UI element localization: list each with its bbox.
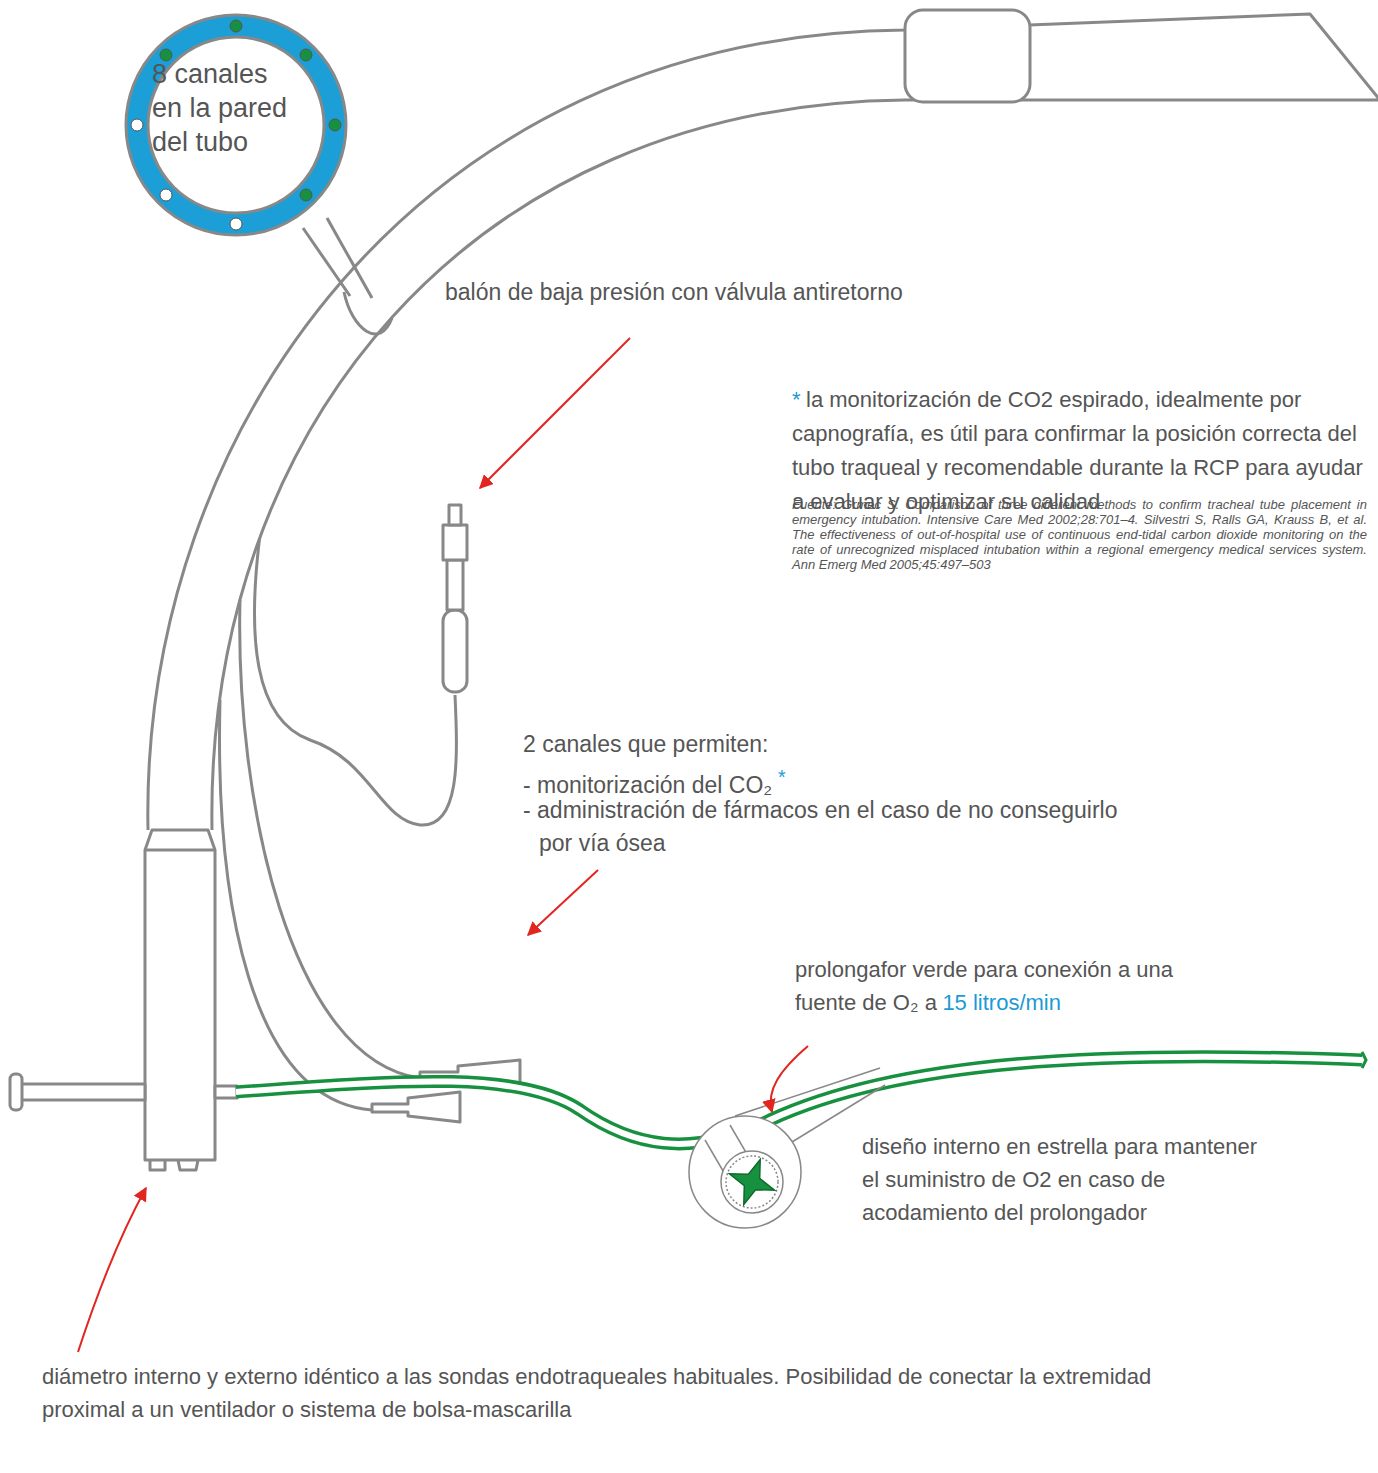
channel-port <box>372 1092 460 1122</box>
tube-body <box>10 10 1378 1170</box>
channels-heading: 2 canales que permiten: <box>523 728 1123 761</box>
channels-item: - administración de fármacos en el caso … <box>523 794 1129 860</box>
channel-line <box>220 700 372 1110</box>
oxygen-extension-lumen <box>236 1057 1362 1144</box>
star-design-label: diseño interno en estrella para mantener… <box>862 1130 1262 1229</box>
connector-tips <box>150 1160 198 1170</box>
annotation-text: diámetro interno y externo idéntico a la… <box>42 1364 1151 1422</box>
cuff <box>905 10 1030 102</box>
oxygen-port <box>215 1086 237 1098</box>
cuff-label: balón de baja presión con válvula antire… <box>445 276 1065 309</box>
leader-line <box>303 228 350 296</box>
annotation-text: diseño interno en estrella para mantener… <box>862 1134 1257 1225</box>
star-inset <box>689 1068 885 1228</box>
pointer-arrows <box>78 338 808 1352</box>
annotation-text: 2 canales que permiten: <box>523 731 769 757</box>
stylet <box>20 1084 145 1100</box>
leader-line <box>327 218 372 298</box>
extension-label: prolongafor verde para conexión a una fu… <box>795 953 1235 1019</box>
circle-label: 8 canales en la pared del tubo <box>152 57 302 159</box>
valve <box>447 560 463 610</box>
stylet-cap <box>10 1074 22 1110</box>
annotation-text: balón de baja presión con válvula antire… <box>445 279 903 305</box>
reference-note: Fuente: Grmec S. Comparison of three dif… <box>792 497 1367 572</box>
extension-end <box>1362 1052 1366 1068</box>
proximal-connector <box>145 830 215 1160</box>
highlight-text: * <box>792 387 801 412</box>
annotation-text: la monitorización de CO2 espirado, ideal… <box>792 387 1363 514</box>
connector-label: diámetro interno y externo idéntico a la… <box>42 1360 1152 1426</box>
annotation-text: - administración de fármacos en el caso … <box>523 797 1118 856</box>
pilot-line <box>254 520 456 825</box>
annotation-text: Fuente: Grmec S. Comparison of three dif… <box>792 497 1367 572</box>
pilot-balloon <box>443 610 467 692</box>
ring-outline <box>124 13 348 237</box>
section-mark <box>344 292 392 334</box>
channel-line <box>240 600 420 1078</box>
channels-item: - monitorización del CO₂ * <box>523 761 1123 802</box>
connector-line <box>145 849 215 852</box>
oxygen-extension <box>236 1057 1362 1144</box>
cross-section-circle: 8 canales en la pared del tubo <box>124 13 348 237</box>
highlight-text: 15 litros/min <box>942 990 1061 1015</box>
valve-tip <box>449 505 461 525</box>
annotation-text: - monitorización del CO₂ <box>523 772 772 798</box>
highlight-text: * <box>778 766 786 788</box>
valve <box>443 525 467 560</box>
